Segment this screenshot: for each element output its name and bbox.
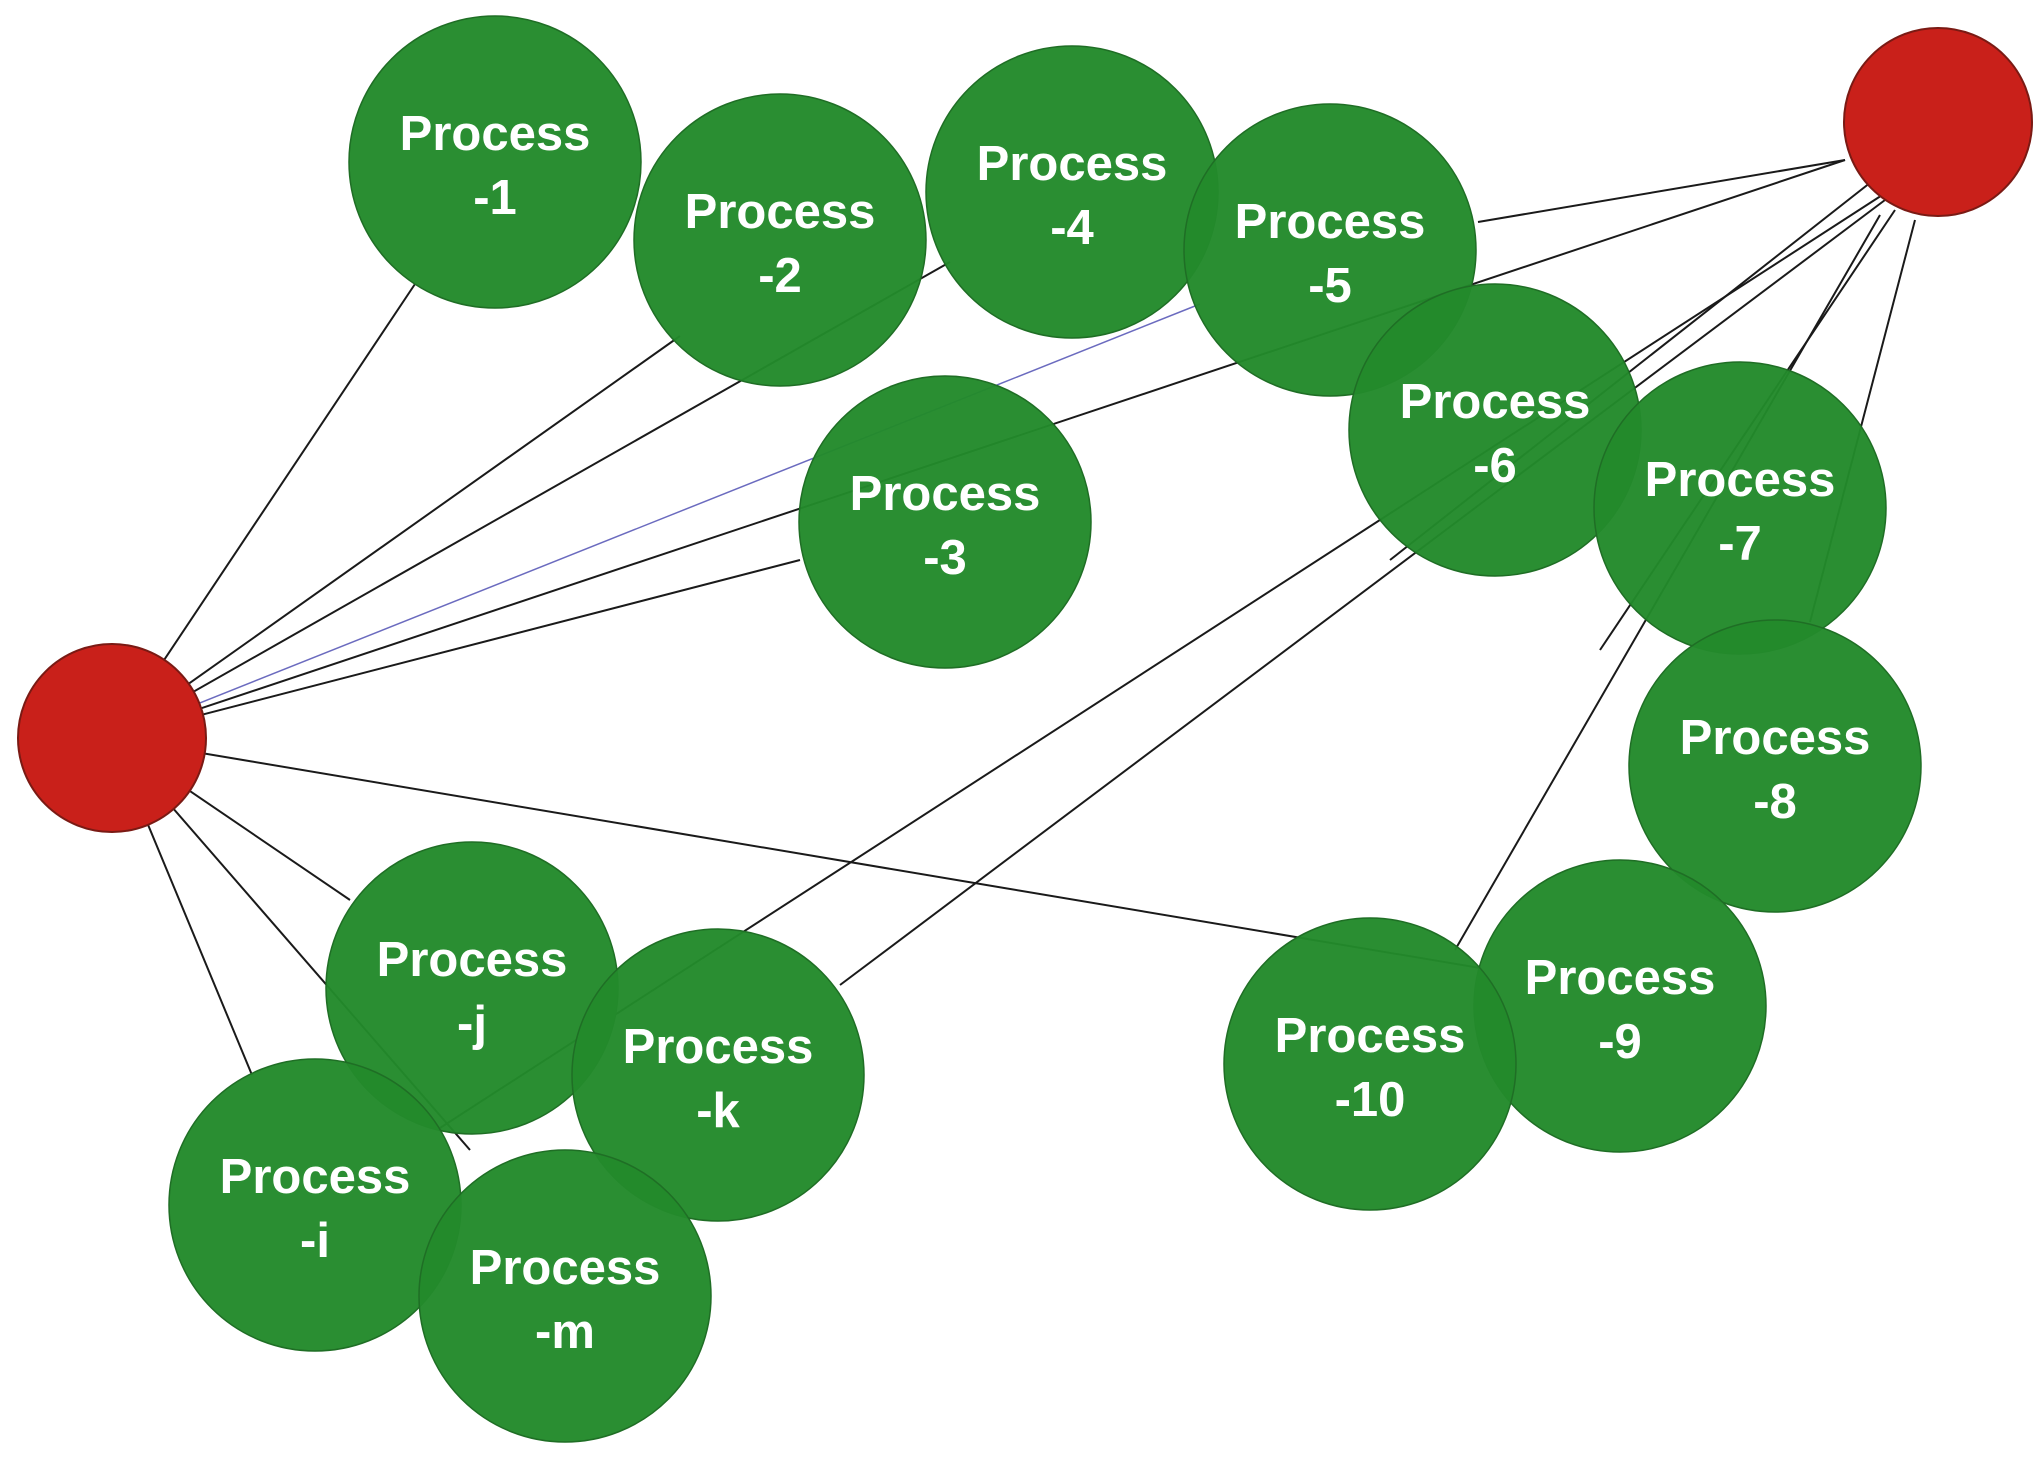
- edge-pk-sink: [839, 199, 1886, 986]
- node-label-line1: Process: [1235, 195, 1426, 249]
- process-node-p10: Process -10: [1223, 917, 1517, 1211]
- process-circle: [348, 15, 642, 309]
- process-node-p7: Process -7: [1593, 361, 1887, 655]
- edge-source-p5: [111, 303, 1201, 739]
- node-label-line2: -j: [457, 997, 487, 1051]
- node-label-line1: Process: [220, 1150, 411, 1204]
- process-node-p3: Process -3: [798, 375, 1092, 669]
- process-circle: [798, 375, 1092, 669]
- process-node-p6: Process -6: [1348, 283, 1642, 577]
- node-label-line2: -4: [1050, 201, 1094, 255]
- process-node-p9: Process -9: [1473, 859, 1767, 1153]
- process-node-pj: Process -j: [325, 841, 619, 1135]
- edge-source-p2: [111, 335, 681, 739]
- process-node-p1: Process -1: [348, 15, 642, 309]
- process-circle: [168, 1058, 462, 1352]
- node-label-line1: Process: [1680, 711, 1871, 765]
- node-label-line1: Process: [400, 107, 591, 161]
- process-node-p4: Process -4: [925, 45, 1219, 339]
- process-node-pi: Process -i: [168, 1058, 462, 1352]
- node-label-line1: Process: [1525, 951, 1716, 1005]
- node-label-line2: -10: [1335, 1073, 1406, 1127]
- node-label-line2: -9: [1598, 1015, 1642, 1069]
- node-label-line2: -5: [1308, 259, 1352, 313]
- node-label-line2: -1: [473, 171, 517, 225]
- node-label-line1: Process: [377, 933, 568, 987]
- edge-source-p10: [111, 737, 1481, 969]
- node-label-line2: -8: [1753, 775, 1797, 829]
- node-label-line2: -k: [696, 1084, 740, 1138]
- process-node-pk: Process -k: [571, 928, 865, 1222]
- process-node-p2: Process -2: [633, 93, 927, 387]
- node-label-line2: -3: [923, 531, 967, 585]
- process-node-p8: Process -8: [1628, 619, 1922, 913]
- process-circle: [1473, 859, 1767, 1153]
- terminal-circle: [1843, 27, 2033, 217]
- node-label-line2: -2: [758, 249, 802, 303]
- terminal-circle: [17, 643, 207, 833]
- process-circle: [418, 1149, 712, 1443]
- terminal-node-source: [17, 643, 207, 833]
- node-label-line1: Process: [850, 467, 1041, 521]
- node-label-line2: -7: [1718, 517, 1762, 571]
- edge-source-p3: [111, 559, 801, 739]
- node-label-line2: -i: [300, 1214, 330, 1268]
- node-label-line1: Process: [977, 137, 1168, 191]
- process-node-pm: Process -m: [418, 1149, 712, 1443]
- edge-p5-sink: [1477, 159, 1846, 223]
- process-circle: [925, 45, 1219, 339]
- node-label-line1: Process: [685, 185, 876, 239]
- process-circle: [633, 93, 927, 387]
- process-circle: [571, 928, 865, 1222]
- node-label-line1: Process: [623, 1020, 814, 1074]
- process-circle: [1223, 917, 1517, 1211]
- node-label-line1: Process: [1275, 1009, 1466, 1063]
- node-label-line1: Process: [1645, 453, 1836, 507]
- process-circle: [1628, 619, 1922, 913]
- terminal-node-sink: [1843, 27, 2033, 217]
- node-label-line1: Process: [470, 1241, 661, 1295]
- process-circle: [1593, 361, 1887, 655]
- node-label-line2: -6: [1473, 439, 1517, 493]
- node-label-line1: Process: [1400, 375, 1591, 429]
- node-label-line2: -m: [535, 1305, 595, 1359]
